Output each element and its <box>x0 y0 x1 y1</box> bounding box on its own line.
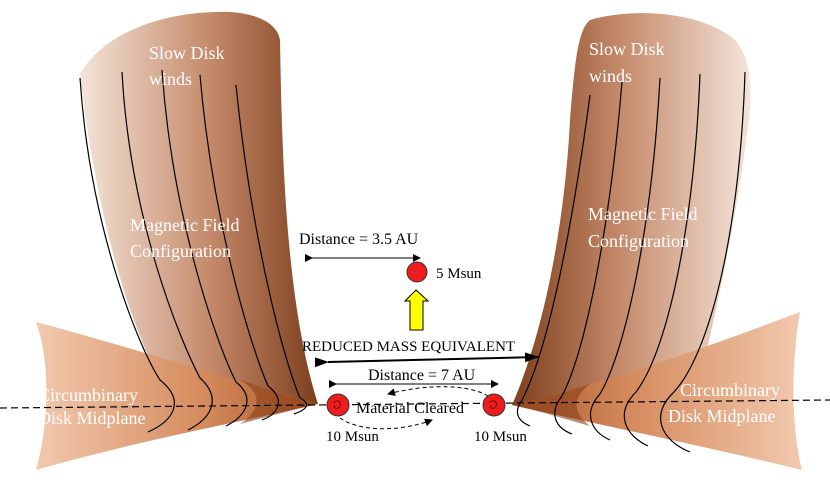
magnetic-right-line1: Magnetic Field <box>588 204 697 224</box>
right-disk-wind <box>512 13 751 405</box>
mass-10msun-right-label: 10 Msun <box>474 429 527 445</box>
left-disk-wind <box>80 11 318 404</box>
star-5msun <box>406 261 428 283</box>
circumbinary-left-line1: Circumbinary <box>38 385 138 405</box>
circumbinary-left-line2: Disk Midplane <box>38 408 146 428</box>
slow-disk-right-line1: Slow Disk <box>589 39 665 59</box>
orbit-arrow-bottom <box>339 417 433 430</box>
right-circumbinary-disk <box>512 312 802 470</box>
material-cleared-label: Material Cleared <box>356 400 464 417</box>
circumbinary-right-line1: Circumbinary <box>680 380 780 400</box>
distance-large-label: Distance = 7 AU <box>368 367 476 384</box>
yellow-up-arrow <box>403 289 430 331</box>
reduced-mass-label: REDUCED MASS EQUIVALENT <box>302 339 515 355</box>
magnetic-left-line1: Magnetic Field <box>130 215 239 235</box>
left-circumbinary-disk <box>36 322 318 470</box>
slow-disk-left-line2: winds <box>149 69 192 89</box>
slow-disk-right-line2: winds <box>589 66 632 86</box>
circumbinary-right-line2: Disk Midplane <box>668 406 776 426</box>
left-magnetic-field-lines <box>79 69 308 433</box>
mass-5msun-label: 5 Msun <box>436 266 482 282</box>
midplane-line <box>0 399 830 409</box>
mass-10msun-left-label: 10 Msun <box>326 429 379 445</box>
distance-small-label: Distance = 3.5 AU <box>299 231 419 248</box>
orbit-arrow-top <box>387 386 489 397</box>
slow-disk-left-line1: Slow Disk <box>149 43 225 63</box>
magnetic-right-line2: Configuration <box>588 231 689 251</box>
magnetic-left-line2: Configuration <box>130 241 231 261</box>
reduced-mass-arrow <box>314 352 539 368</box>
star-10msun-right <box>482 393 506 417</box>
star-10msun-left <box>326 393 350 417</box>
